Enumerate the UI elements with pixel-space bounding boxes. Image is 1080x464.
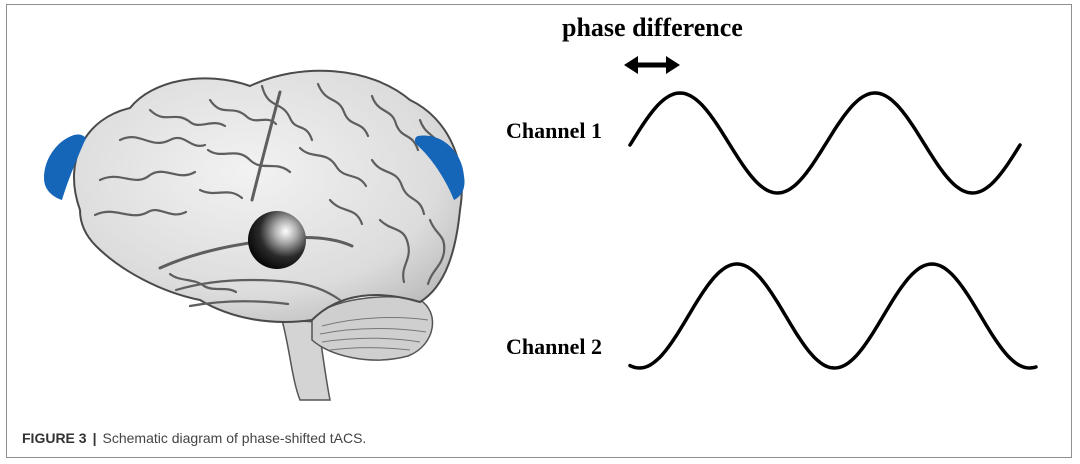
brain-illustration [72, 69, 463, 401]
channel-2-waveform [628, 262, 1038, 370]
right-electrode [414, 135, 465, 200]
phase-difference-label: phase difference [562, 13, 743, 42]
phase-difference-arrow [624, 56, 680, 74]
figure-label: FIGURE 3 [22, 430, 87, 446]
left-electrode [44, 134, 86, 200]
caption-text: Schematic diagram of phase-shifted tACS. [102, 430, 367, 446]
channel-1-waveform [628, 91, 1022, 195]
channel-1-label: Channel 1 [506, 118, 602, 143]
cerebrum [72, 69, 463, 323]
center-sphere-electrode [248, 211, 306, 269]
figure-caption: FIGURE 3 | Schematic diagram of phase-shif… [22, 430, 366, 446]
caption-separator: | [92, 430, 97, 446]
channel-2-label: Channel 2 [506, 334, 602, 359]
